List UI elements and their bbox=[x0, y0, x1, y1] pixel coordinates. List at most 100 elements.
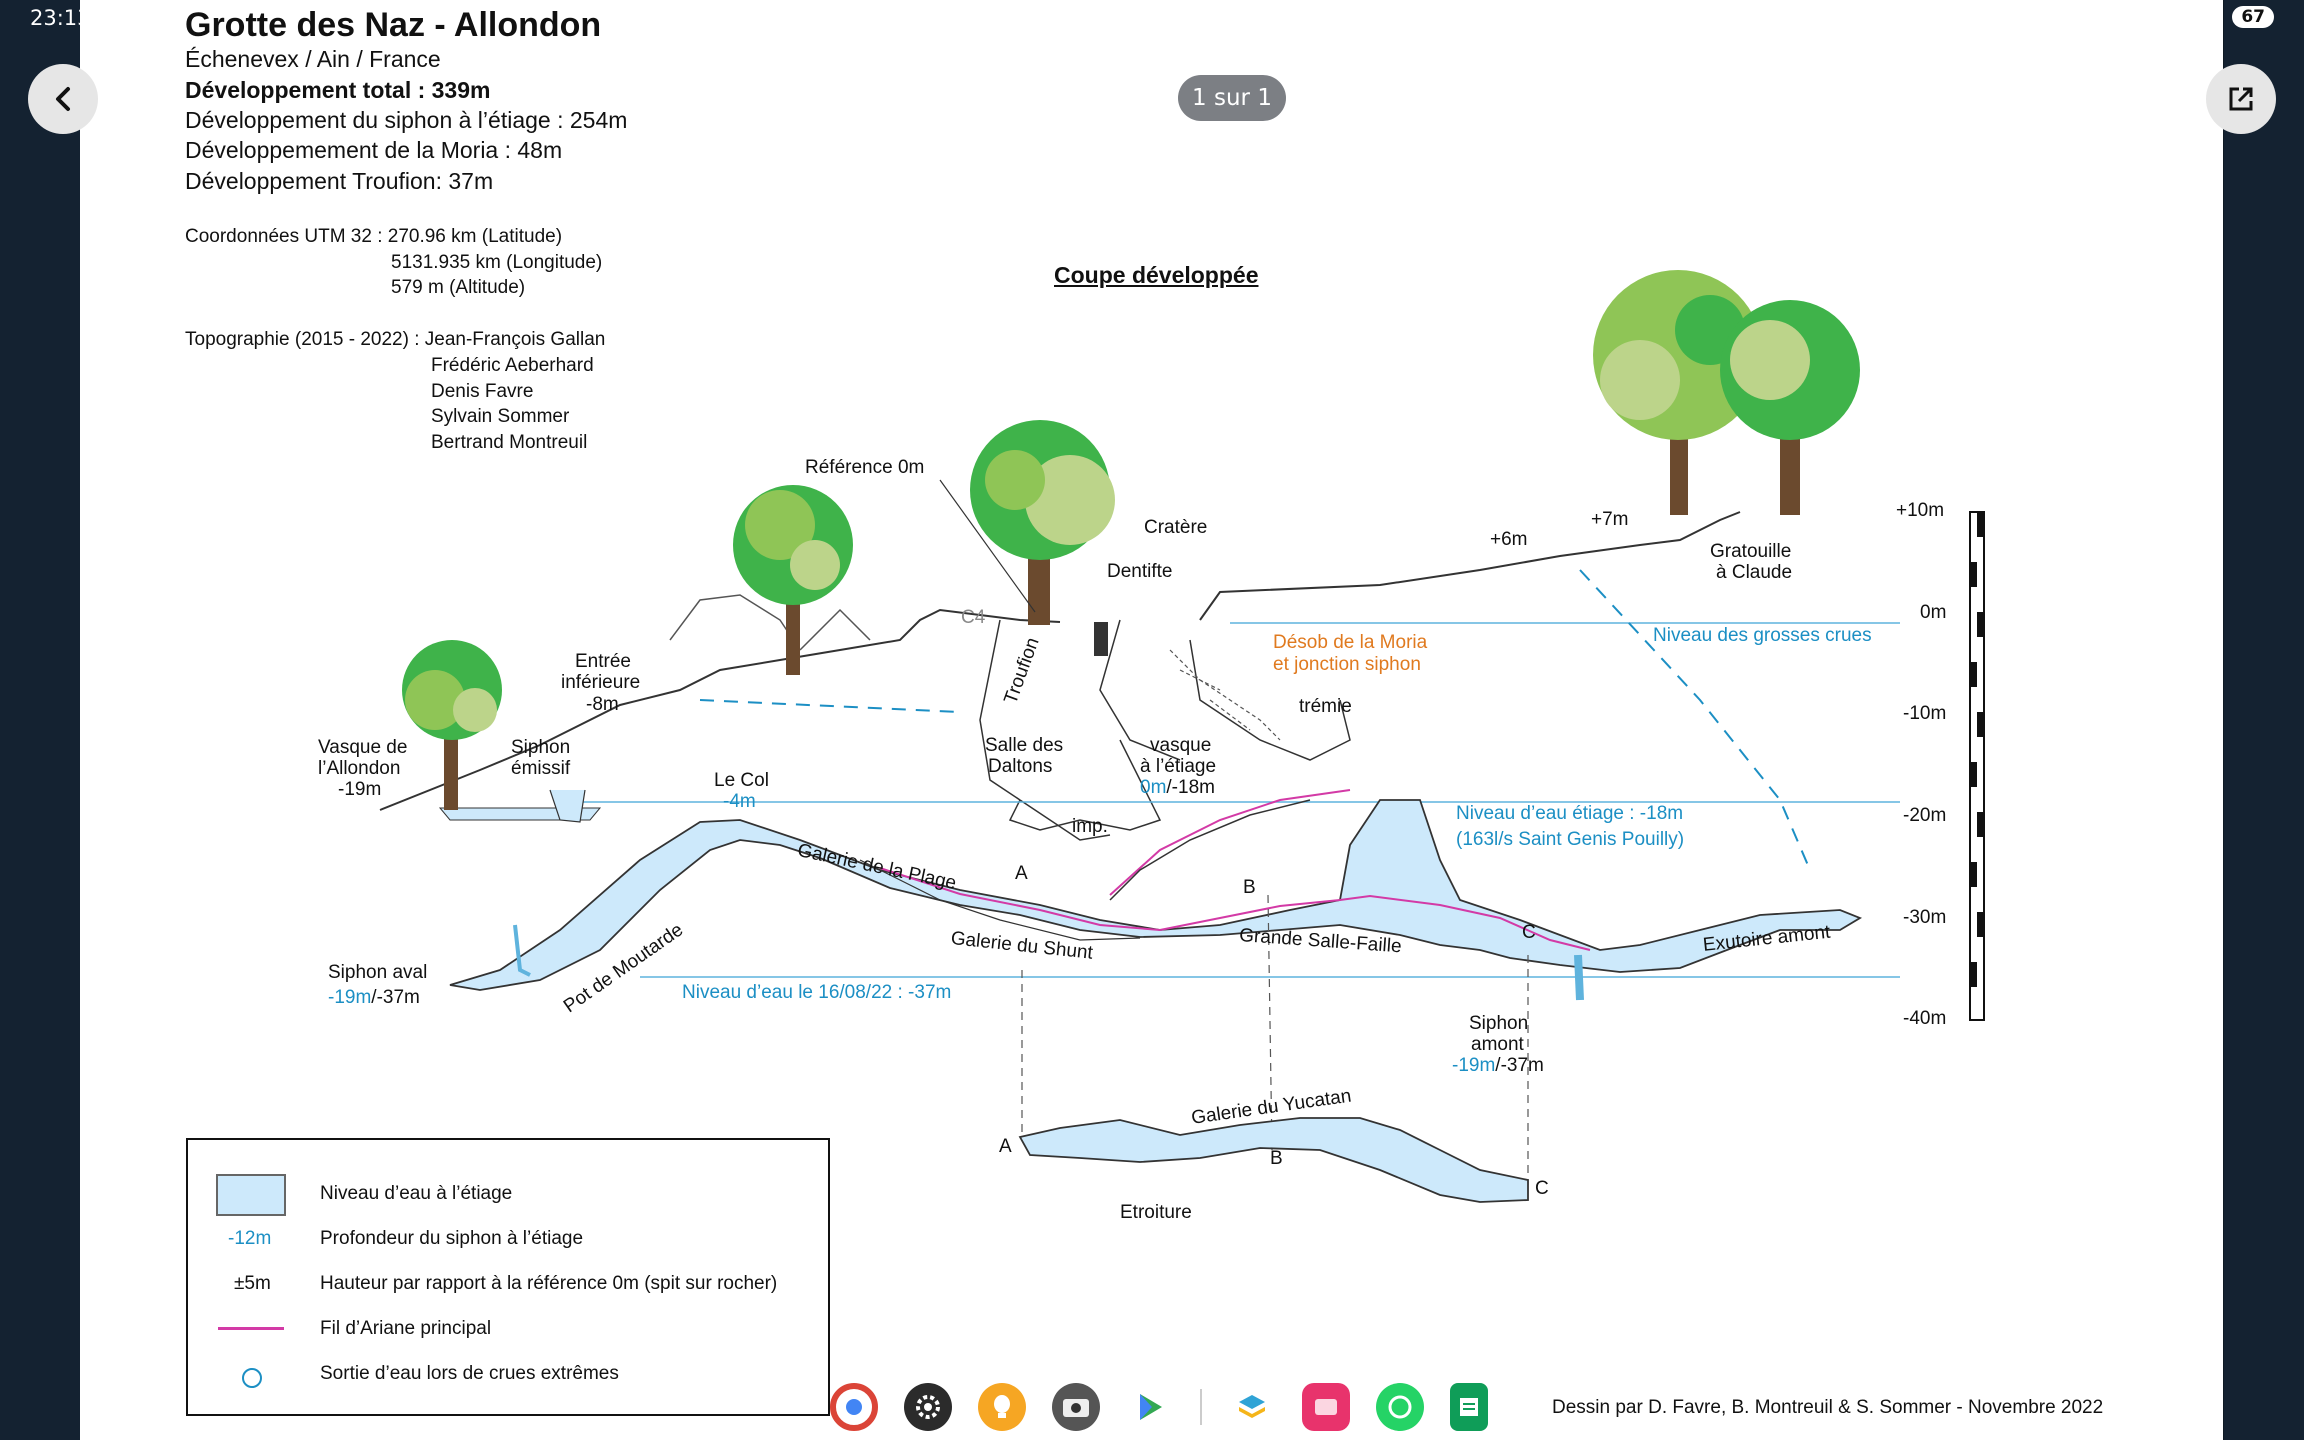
legend-box: Niveau d’eau à l’étiage -12m Profondeur … bbox=[186, 1138, 830, 1416]
label-vasque-3b: /-18m bbox=[1166, 777, 1215, 798]
back-button[interactable] bbox=[28, 64, 98, 134]
label-siphon-amont: Siphon bbox=[1469, 1013, 1529, 1034]
label-point-c: C bbox=[1522, 922, 1536, 943]
label-entree-2: inférieure bbox=[561, 672, 641, 693]
label-gratouille: Gratouille bbox=[1710, 541, 1792, 562]
open-external-icon bbox=[2229, 87, 2253, 111]
tree-left bbox=[402, 640, 502, 810]
label-etroiture: Etroiture bbox=[1120, 1202, 1192, 1223]
legend-text: Fil d’Ariane principal bbox=[320, 1318, 492, 1339]
label-vasque-3a: 0m bbox=[1140, 777, 1167, 798]
flood-water-path bbox=[1579, 569, 1811, 871]
label-salle-daltons: Salle des bbox=[985, 735, 1064, 756]
coords-label: Coordonnées UTM 32 : 270.96 km (Latitude… bbox=[185, 226, 563, 247]
label-entree: Entrée bbox=[575, 651, 631, 672]
legend-text: Hauteur par rapport à la référence 0m (s… bbox=[320, 1273, 778, 1294]
diagram-title: Coupe développée bbox=[1054, 262, 1259, 288]
ariane-line bbox=[879, 867, 1591, 951]
sheets-icon[interactable] bbox=[1450, 1383, 1488, 1431]
label-desob-2: et jonction siphon bbox=[1273, 654, 1421, 675]
depth-scale bbox=[1969, 511, 1985, 1021]
label-vasque-allondon: Vasque de bbox=[318, 737, 408, 758]
label-siphon-aval-2b: /-37m bbox=[371, 987, 420, 1008]
legend-symbol-height: ±5m bbox=[234, 1273, 271, 1294]
total-development: Développement total : 339m bbox=[185, 77, 491, 103]
scale-label: -40m bbox=[1903, 1008, 1947, 1029]
label-salle-daltons-2: Daltons bbox=[988, 756, 1053, 777]
trémie-rocks bbox=[1169, 649, 1281, 741]
label-entree-3: -8m bbox=[586, 694, 619, 715]
label-niveau-1608: Niveau d’eau le 16/08/22 : -37m bbox=[682, 982, 952, 1003]
label-imp: imp. bbox=[1072, 816, 1108, 837]
label-siphon-amont-3: -19m/-37m bbox=[1452, 1055, 1544, 1077]
label-point-b: B bbox=[1243, 877, 1256, 898]
label-niveau-crues: Niveau des grosses crues bbox=[1653, 625, 1872, 646]
label-siphon-aval-2a: -19m bbox=[328, 987, 372, 1008]
salle-daltons bbox=[1008, 739, 1162, 831]
legend-symbol-depth: -12m bbox=[228, 1228, 272, 1249]
siphon-gallery bbox=[449, 799, 1863, 991]
connector-b bbox=[1267, 894, 1273, 1151]
crater-shaft bbox=[979, 619, 1351, 801]
play-store-icon[interactable] bbox=[1126, 1383, 1174, 1431]
chrome-icon[interactable] bbox=[830, 1383, 878, 1431]
tree-right-1 bbox=[1593, 270, 1763, 515]
label-plus7: +7m bbox=[1591, 509, 1629, 530]
settings-icon[interactable] bbox=[904, 1383, 952, 1431]
label-point-a: A bbox=[1015, 863, 1028, 884]
label-siphon-amont-3a: -19m bbox=[1452, 1055, 1496, 1076]
dentifte-marker bbox=[1094, 622, 1108, 656]
ground-rocks bbox=[669, 594, 871, 651]
label-desob: Désob de la Moria bbox=[1273, 632, 1428, 653]
label-le-col-depth: -4m bbox=[723, 791, 756, 812]
reference-pointer bbox=[939, 479, 1036, 613]
label-yucatan-a: A bbox=[999, 1136, 1012, 1157]
label-plus6: +6m bbox=[1490, 529, 1528, 550]
siphon-development: Développement du siphon à l’étiage : 254… bbox=[185, 107, 628, 133]
topo-name: Frédéric Aeberhard bbox=[431, 355, 594, 376]
label-vasque: vasque bbox=[1150, 735, 1212, 756]
label-siphon-amont-3b: /-37m bbox=[1495, 1055, 1544, 1076]
ariane-line-upper bbox=[1109, 789, 1351, 896]
ideas-icon[interactable] bbox=[978, 1383, 1026, 1431]
label-siphon-emissif-2: émissif bbox=[511, 758, 571, 779]
tree-middle-1 bbox=[733, 485, 853, 675]
camera-icon[interactable] bbox=[1052, 1383, 1100, 1431]
legend-text: Sortie d’eau lors de crues extrêmes bbox=[320, 1363, 619, 1384]
scale-label: +10m bbox=[1896, 500, 1945, 521]
label-tremie: trémie bbox=[1299, 696, 1352, 717]
scale-label: 0m bbox=[1920, 602, 1947, 623]
yucatan-gallery bbox=[1018, 1117, 1529, 1203]
topo-name: Denis Favre bbox=[431, 381, 534, 402]
chevron-left-icon bbox=[56, 87, 70, 111]
page-indicator: 1 sur 1 bbox=[1178, 75, 1286, 121]
topo-name: Bertrand Montreuil bbox=[431, 432, 588, 453]
moria-development: Développemement de la Moria : 48m bbox=[185, 137, 563, 163]
label-vasque-3: 0m/-18m bbox=[1140, 777, 1215, 799]
location-text: Échenevex / Ain / France bbox=[185, 46, 441, 72]
label-siphon-emissif: Siphon bbox=[511, 737, 571, 758]
cave-diagram bbox=[379, 270, 1985, 1203]
open-external-button[interactable] bbox=[2206, 64, 2276, 134]
dock-separator bbox=[1200, 1389, 1202, 1425]
ground-line bbox=[379, 608, 1061, 811]
label-yucatan-b: B bbox=[1270, 1148, 1283, 1169]
label-c4: C4 bbox=[961, 607, 986, 628]
legend-ariane-line bbox=[218, 1327, 284, 1330]
scale-label: -10m bbox=[1903, 703, 1947, 724]
layers-icon[interactable] bbox=[1228, 1383, 1276, 1431]
troufion-development: Développement Troufion: 37m bbox=[185, 168, 494, 194]
label-vasque-allondon-3: -19m bbox=[338, 779, 382, 800]
tree-middle-2 bbox=[970, 420, 1115, 625]
shunt-gallery bbox=[859, 859, 1141, 941]
scale-label: -20m bbox=[1903, 805, 1947, 826]
scale-label: -30m bbox=[1903, 907, 1947, 928]
label-siphon-aval-2: -19m/-37m bbox=[328, 987, 420, 1009]
coords-longitude: 5131.935 km (Longitude) bbox=[391, 252, 603, 273]
label-yucatan-c: C bbox=[1535, 1178, 1549, 1199]
tasks-icon[interactable] bbox=[1302, 1383, 1350, 1431]
whatsapp-icon[interactable] bbox=[1376, 1383, 1424, 1431]
label-dentifte: Dentifte bbox=[1107, 561, 1173, 582]
siphon-emissif bbox=[549, 789, 586, 823]
coords-altitude: 579 m (Altitude) bbox=[391, 277, 526, 298]
